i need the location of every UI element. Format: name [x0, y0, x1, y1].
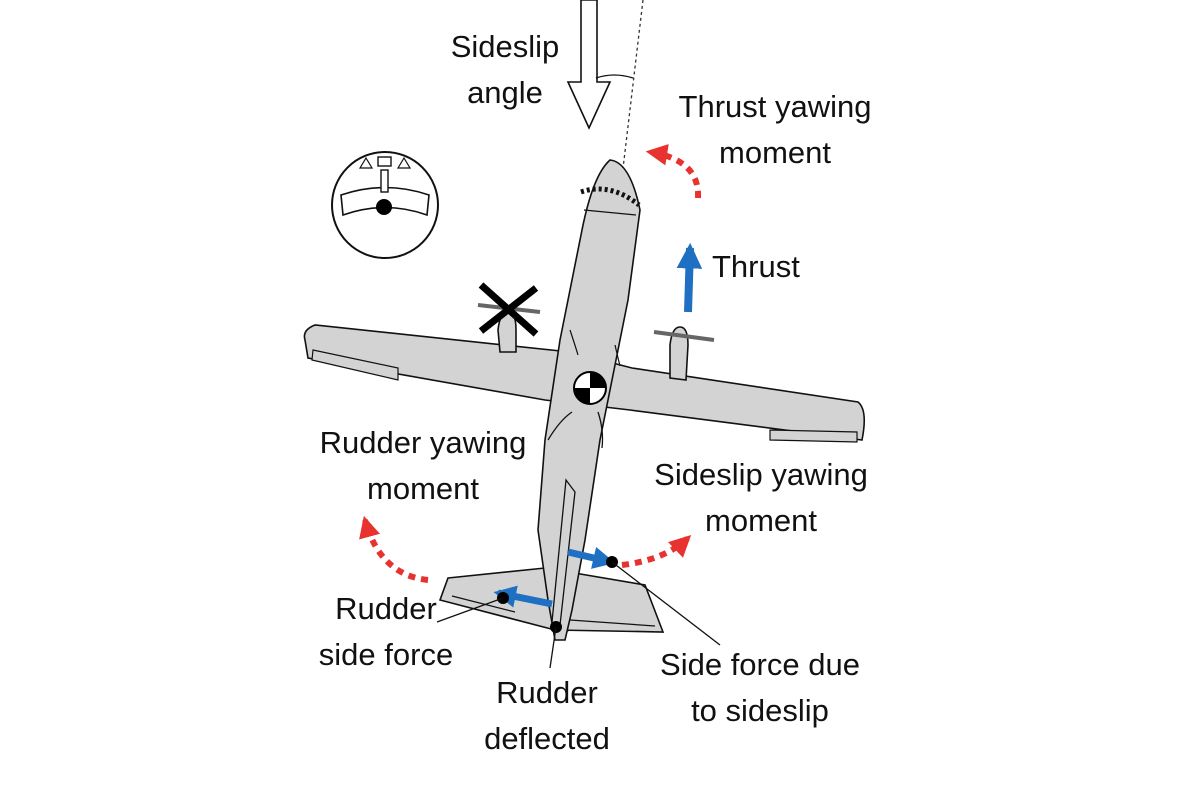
label-rudder-yawing-moment: Rudder yawing moment: [319, 425, 527, 506]
thrust-arrow: [676, 242, 703, 313]
label-sideslip-yawing-moment: Sideslip yawing moment: [654, 457, 868, 538]
rudder-side-force-leader-line: [436, 597, 504, 623]
side-force-leader-line: [611, 561, 721, 646]
sideslip-angle-arc: [595, 74, 634, 79]
label-thrust-yawing-moment: Thrust yawing moment: [678, 89, 872, 170]
label-sideslip-angle: Sideslip angle: [450, 29, 560, 110]
right-propeller: [653, 330, 715, 342]
label-rudder-side-force: Rudder side force: [318, 591, 454, 672]
label-rudder-deflected: Rudder deflected: [484, 675, 610, 756]
sideslip-yawing-moment-arrow: [621, 535, 692, 568]
rudder-yawing-moment-arrow: [359, 515, 429, 583]
ball-slip-indicator-icon: [331, 151, 439, 259]
label-thrust: Thrust: [712, 249, 800, 284]
sideslip-side-force-arrow: [567, 547, 616, 569]
rudder-deflected-leader-line: [549, 626, 557, 669]
feathered-propeller-x-icon: [478, 282, 539, 337]
label-side-force-due-to-sideslip: Side force due to sideslip: [660, 647, 860, 728]
sideslip-wind-arrow: [566, 0, 612, 130]
center-of-gravity-icon: [573, 371, 607, 405]
